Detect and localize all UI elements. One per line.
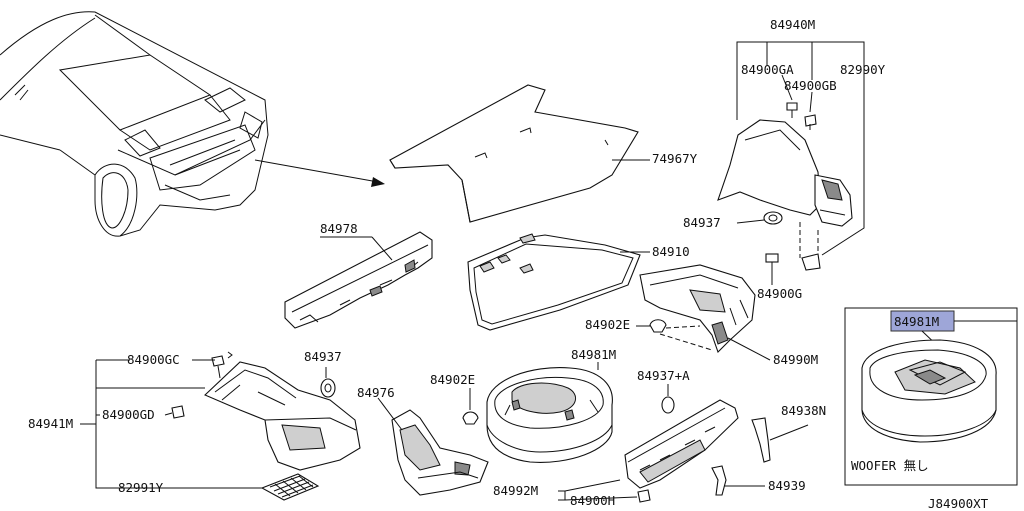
inset-no-woofer: [844, 307, 1018, 486]
label-84900GA: 84900GA: [741, 62, 794, 77]
label-84900GC: 84900GC: [127, 352, 180, 367]
label-84937-left: 84937: [304, 349, 342, 364]
label-82990Y: 82990Y: [840, 62, 886, 77]
label-84940M: 84940M: [770, 17, 815, 32]
part-84940M-side-trim: [717, 119, 853, 227]
part-84978-trim: [284, 231, 433, 329]
label-84937A: 84937+A: [637, 368, 690, 383]
part-84910-trunk-mat: [467, 233, 641, 331]
part-84938N-bracket: [751, 417, 771, 463]
clip-84937-left: [320, 378, 336, 398]
label-84976: 84976: [357, 385, 395, 400]
label-84902E-mid: 84902E: [585, 317, 630, 332]
clip-84900G: [765, 253, 779, 272]
clip-84937A: [661, 396, 675, 414]
label-84900GB: 84900GB: [784, 78, 837, 93]
clip-82990Y: [801, 253, 821, 271]
label-84939: 84939: [768, 478, 806, 493]
label-84902E-low: 84902E: [430, 372, 475, 387]
label-84938N: 84938N: [781, 403, 826, 418]
label-84981M-center: 84981M: [571, 347, 616, 362]
part-labels: 84940M 84900GA 84900GB 82990Y 74967Y 849…: [28, 17, 989, 511]
clip-84900GB: [804, 114, 817, 130]
label-84992M: 84992M: [493, 483, 538, 498]
label-84900GD: 84900GD: [102, 407, 155, 422]
car-rear-illustration: [0, 11, 269, 237]
part-84976-trim: [391, 409, 489, 496]
part-84992M-finisher: [624, 399, 739, 489]
part-84941M-left-trim: [204, 361, 361, 471]
label-84900G: 84900G: [757, 286, 802, 301]
pointer-arrow: [254, 159, 385, 187]
label-84900H: 84900H: [570, 493, 615, 508]
clip-84902E-mid: [649, 319, 667, 333]
clip-84937-top: [763, 211, 783, 225]
clip-84900GA: [786, 102, 798, 118]
label-84941M: 84941M: [28, 416, 73, 431]
clip-84900GC: [211, 355, 225, 379]
diagram-id: J84900XT: [928, 496, 989, 511]
part-74967Y-floor-mat: [389, 84, 639, 223]
clip-84900H: [637, 489, 651, 503]
clip-84902E-low: [462, 411, 479, 425]
part-84939-bracket: [711, 465, 727, 496]
part-84990M-side-box: [639, 264, 756, 354]
label-82991Y: 82991Y: [118, 480, 164, 495]
label-84990M: 84990M: [773, 352, 818, 367]
part-82991Y-grille: [260, 473, 320, 501]
label-84978: 84978: [320, 221, 358, 236]
label-74967Y: 74967Y: [652, 151, 698, 166]
label-84910: 84910: [652, 244, 690, 259]
clip-84900GD: [171, 405, 185, 419]
inset-note: WOOFER 無し: [851, 458, 929, 473]
label-84981M-inset: 84981M: [894, 314, 939, 329]
part-84981M-tub: [486, 367, 613, 463]
label-84937-top: 84937: [683, 215, 721, 230]
